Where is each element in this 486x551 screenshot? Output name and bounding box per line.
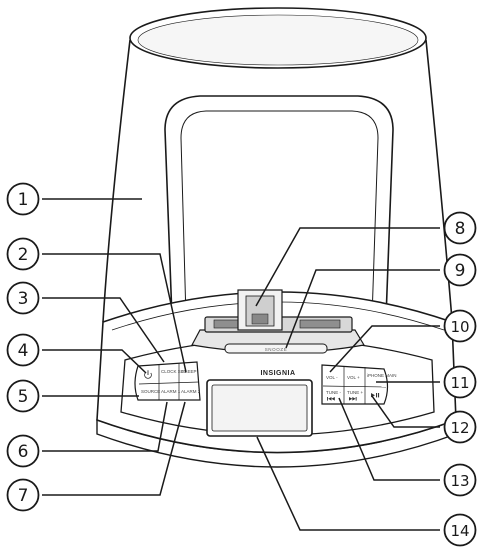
callout-8-number: 8 — [455, 219, 466, 239]
callout-7-number: 7 — [18, 486, 29, 506]
left-cluster-outline — [134, 361, 201, 401]
callout-3-number: 3 — [18, 289, 29, 309]
callout-13: 13 — [443, 463, 477, 497]
skip-back-icon — [327, 397, 335, 401]
callout-5: 5 — [6, 379, 40, 413]
callout-4: 4 — [6, 333, 40, 367]
alarm2-button[interactable]: ALARM 2 — [181, 389, 201, 394]
left-button-cluster — [134, 361, 201, 401]
callouts: 1 2 3 4 5 6 7 8 — [6, 182, 477, 547]
callout-7: 7 — [6, 478, 40, 512]
dock-connector-pins — [251, 313, 269, 325]
callout-10-number: 10 — [450, 318, 469, 336]
callout-9-number: 9 — [455, 261, 466, 281]
callout-1-number: 1 — [18, 190, 29, 210]
callout-8: 8 — [443, 211, 477, 245]
callout-12: 12 — [443, 410, 477, 444]
callout-13-number: 13 — [450, 472, 469, 490]
tune-down-button[interactable]: TUNE - — [326, 390, 342, 395]
callout-11-number: 11 — [450, 374, 469, 392]
callout-3: 3 — [6, 281, 40, 315]
callout-6-number: 6 — [18, 442, 29, 462]
callout-5-number: 5 — [18, 387, 29, 407]
callout-6: 6 — [6, 434, 40, 468]
power-button[interactable] — [144, 370, 152, 379]
source-button[interactable]: SOURCE — [141, 389, 160, 394]
lcd-display — [211, 384, 308, 432]
callout-10: 10 — [443, 309, 477, 343]
arch-opening-inner — [180, 110, 379, 319]
callout-14: 14 — [443, 513, 477, 547]
sleep-button[interactable]: SLEEP — [182, 369, 197, 374]
clock-set-button[interactable]: CLOCK SET — [161, 369, 187, 374]
housing-right-wall — [425, 39, 453, 321]
brand-logo: INSIGNIA — [260, 370, 295, 377]
callout-4-number: 4 — [18, 341, 29, 361]
vol-up-button[interactable]: VOL + — [347, 375, 360, 380]
callout-11: 11 — [443, 365, 477, 399]
skip-forward-icon — [349, 397, 357, 401]
callout-9: 9 — [443, 253, 477, 287]
iphone-main-button[interactable]: iPHONE MAIN — [367, 373, 397, 378]
arch-opening-outer — [164, 95, 394, 319]
leader-lines — [42, 198, 440, 531]
power-icon — [144, 370, 152, 379]
tune-up-button[interactable]: TUNE + — [347, 390, 364, 395]
speaker-housing — [102, 7, 453, 323]
dock-slot-right — [299, 319, 341, 329]
alarm1-button[interactable]: ALARM 1 — [161, 389, 181, 394]
callout-2: 2 — [6, 237, 40, 271]
vol-down-button[interactable]: VOL - — [326, 375, 338, 380]
housing-left-wall — [102, 39, 131, 323]
snooze-label: SNOOZE — [265, 347, 288, 352]
callout-1: 1 — [6, 182, 40, 216]
housing-top-surface — [137, 14, 419, 66]
callout-14-number: 14 — [450, 522, 469, 540]
dock — [191, 289, 365, 354]
callout-2-number: 2 — [18, 245, 29, 265]
callout-12-number: 12 — [450, 419, 469, 437]
snooze-bar[interactable] — [224, 343, 328, 354]
